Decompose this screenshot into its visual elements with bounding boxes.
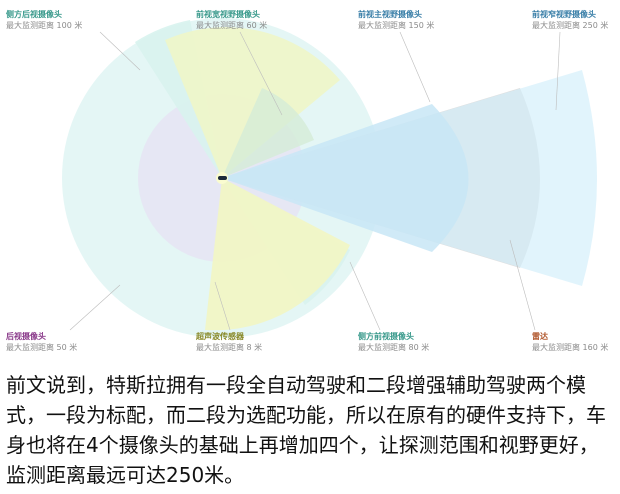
label-main-range: 最大监测距离 150 米 — [358, 20, 435, 30]
ultrasonic-coverage — [205, 178, 350, 331]
label-main: 前视主视野摄像头 最大监测距离 150 米 — [358, 10, 434, 32]
label-wide: 前视宽视野摄像头 最大监测距离 60 米 — [196, 10, 267, 32]
label-radar-title: 雷达 — [532, 332, 548, 341]
label-ultra-range: 最大监测距离 8 米 — [196, 342, 263, 352]
leader-lines — [69, 31, 561, 331]
label-rear-title: 后视摄像头 — [6, 332, 46, 341]
label-wide-range: 最大监测距离 60 米 — [196, 20, 268, 30]
label-side-front-title: 侧方前视摄像头 — [358, 332, 414, 341]
label-main-title: 前视主视野摄像头 — [358, 10, 422, 19]
side-front-camera-upper-coverage — [135, 20, 222, 178]
label-radar: 雷达 最大监测距离 160 米 — [532, 332, 608, 354]
caption-text: 前文说到，特斯拉拥有一段全自动驾驶和二段增强辅助驾驶两个模式，一段为标配，而二段… — [6, 373, 606, 487]
car-icon — [218, 176, 227, 180]
label-side-rear-title: 侧方后视摄像头 — [6, 10, 62, 19]
sensor-coverage-diagram — [62, 18, 597, 338]
label-narrow: 前视窄视野摄像头 最大监测距离 250 米 — [532, 10, 608, 32]
label-rear: 后视摄像头 最大监测距离 50 米 — [6, 332, 77, 354]
label-rear-range: 最大监测距离 50 米 — [6, 342, 78, 352]
label-ultra-title: 超声波传感器 — [196, 332, 244, 341]
wide-camera-coverage — [165, 27, 340, 178]
inner-overlap-coverage — [222, 88, 314, 178]
label-side-rear: 侧方后视摄像头 最大监测距离 100 米 — [6, 10, 82, 32]
label-side-front: 侧方前视摄像头 最大监测距离 80 米 — [358, 332, 429, 354]
main-camera-coverage — [222, 104, 469, 252]
label-narrow-title: 前视窄视野摄像头 — [532, 10, 596, 19]
label-side-front-range: 最大监测距离 80 米 — [358, 342, 430, 352]
label-wide-title: 前视宽视野摄像头 — [196, 10, 260, 19]
label-radar-range: 最大监测距离 160 米 — [532, 342, 609, 352]
label-side-rear-range: 最大监测距离 100 米 — [6, 20, 83, 30]
label-narrow-range: 最大监测距离 250 米 — [532, 20, 609, 30]
label-ultra: 超声波传感器 最大监测距离 8 米 — [196, 332, 262, 354]
